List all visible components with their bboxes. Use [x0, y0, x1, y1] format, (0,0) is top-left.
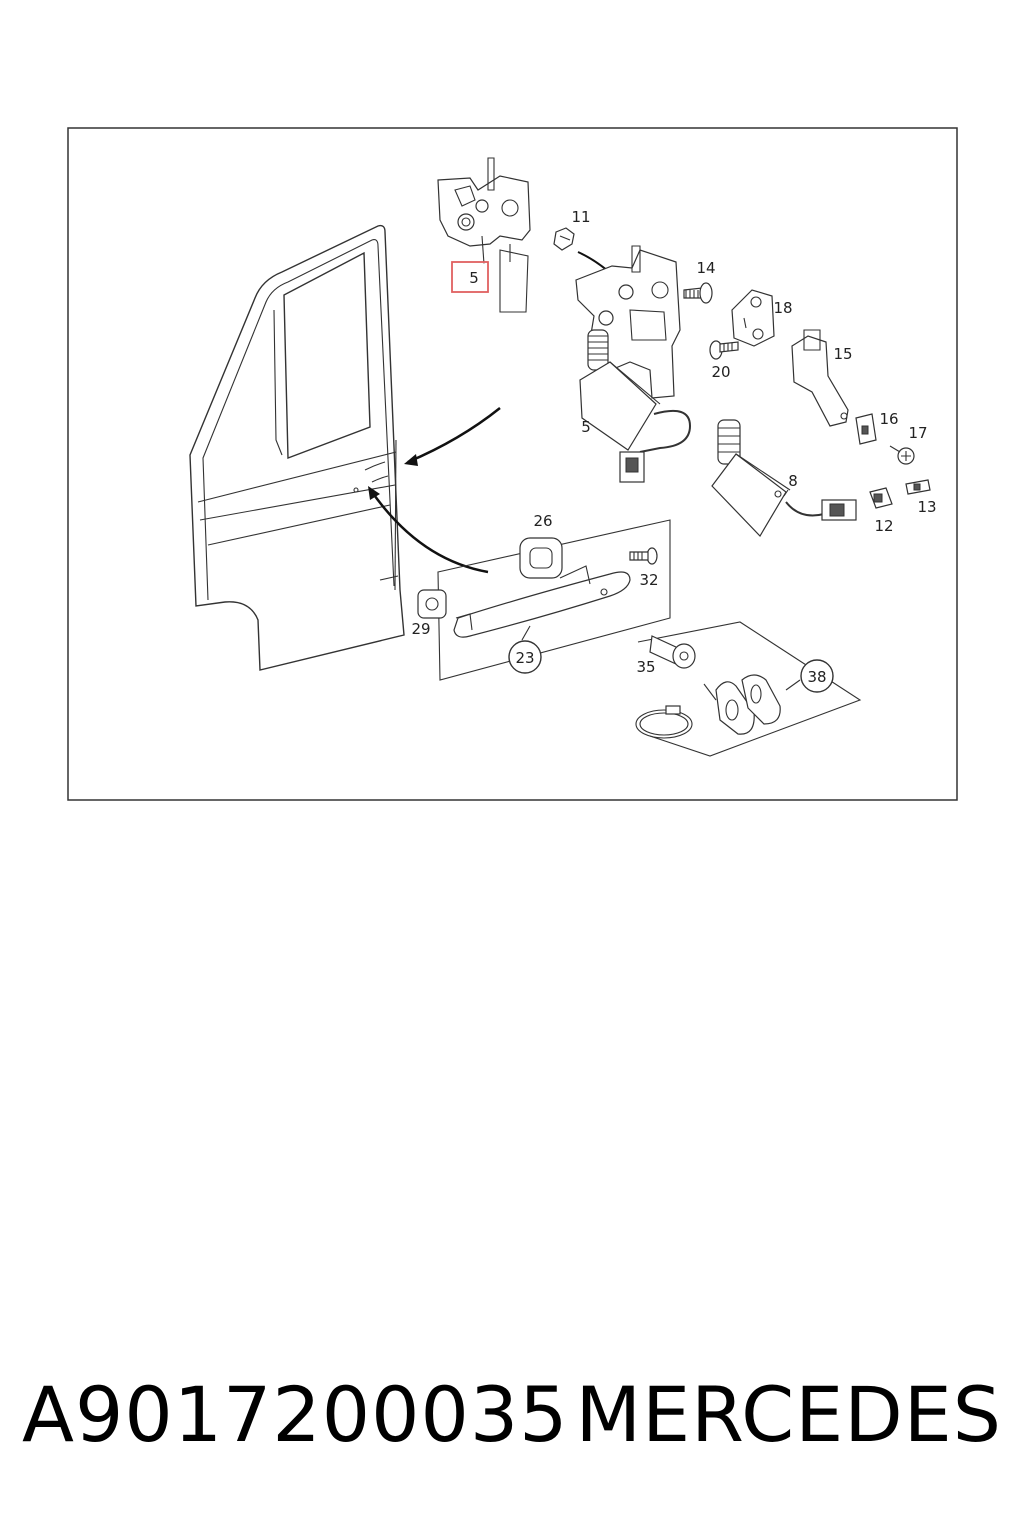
- callout-5[interactable]: 5: [581, 418, 591, 436]
- screw-20: [709, 340, 739, 360]
- connector-13: [905, 479, 931, 495]
- connector-12: [869, 487, 893, 509]
- callout-26[interactable]: 26: [533, 512, 552, 530]
- bracket-15: [791, 329, 849, 427]
- callout-17[interactable]: 17: [908, 424, 927, 442]
- callout-15[interactable]: 15: [833, 345, 852, 363]
- callout-circle-23: [508, 640, 542, 674]
- callout-8[interactable]: 8: [788, 472, 798, 490]
- callout-29[interactable]: 29: [411, 620, 430, 638]
- clip-11: [553, 227, 575, 251]
- door-lock-small: [437, 157, 531, 313]
- leader-lines: [521, 489, 801, 691]
- callout-12[interactable]: 12: [874, 517, 893, 535]
- callout-35[interactable]: 35: [636, 658, 655, 676]
- clip-16: [855, 413, 877, 445]
- callout-32[interactable]: 32: [639, 571, 658, 589]
- brand-name: MERCEDES: [575, 1370, 1002, 1459]
- callout-13[interactable]: 13: [917, 498, 936, 516]
- door-lock-main: [575, 245, 692, 483]
- lock-cylinder-assembly: [635, 621, 862, 757]
- part-number: A9017200035: [22, 1370, 569, 1459]
- highlight-box: [451, 261, 489, 293]
- screw-17: [889, 445, 915, 465]
- footer: A9017200035 MERCEDES: [0, 1370, 1024, 1480]
- callout-23[interactable]: 23: [515, 649, 534, 667]
- diagram-frame: [67, 127, 958, 801]
- screw-14: [683, 282, 713, 304]
- callout-circle-38: [800, 659, 834, 693]
- door-illustration: [189, 224, 405, 671]
- callout-38[interactable]: 38: [807, 668, 826, 686]
- striker-18: [731, 289, 775, 347]
- handle-assembly: [417, 519, 671, 681]
- callout-11[interactable]: 11: [571, 208, 590, 226]
- callout-14[interactable]: 14: [696, 259, 715, 277]
- callout-16[interactable]: 16: [879, 410, 898, 428]
- callout-18[interactable]: 18: [773, 299, 792, 317]
- actuator-8: [711, 419, 857, 537]
- callout-20[interactable]: 20: [711, 363, 730, 381]
- callout-5-highlighted[interactable]: 5: [469, 269, 479, 287]
